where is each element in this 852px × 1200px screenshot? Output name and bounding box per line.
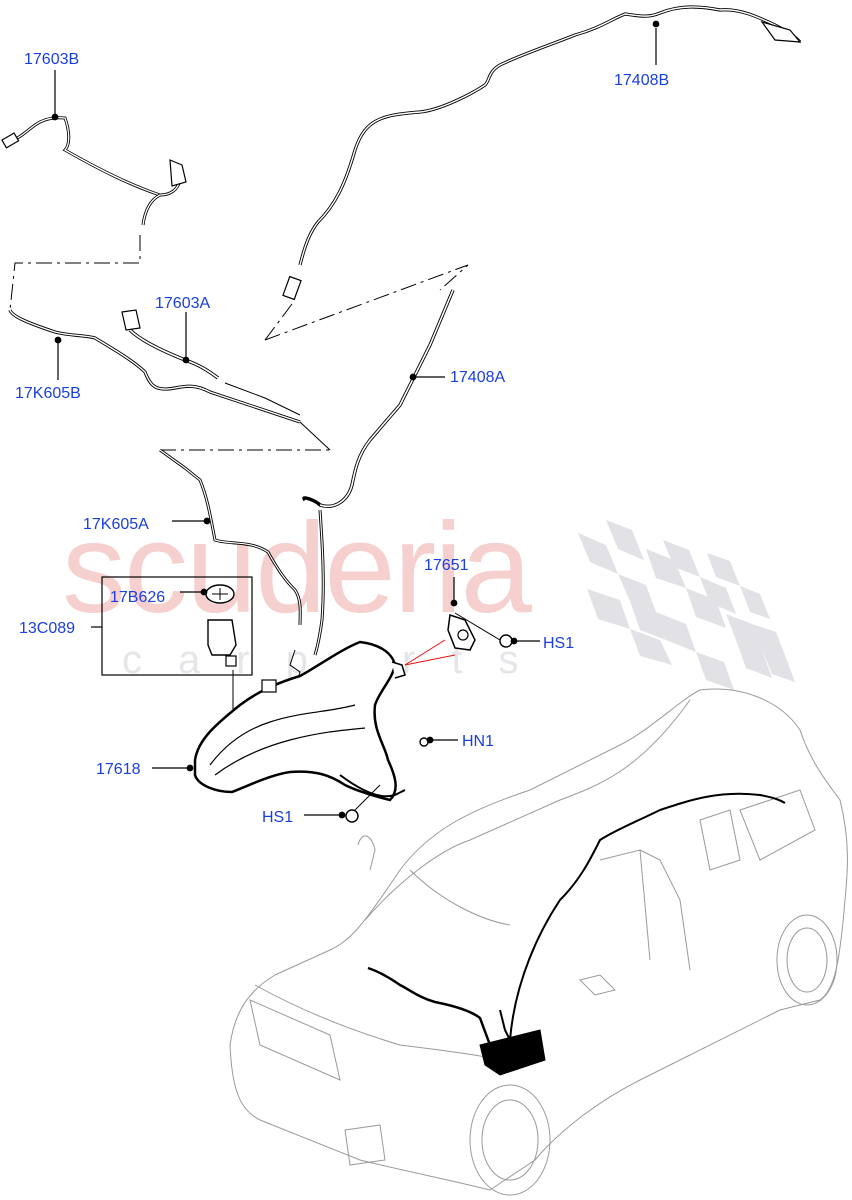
callout-17k605a[interactable]: 17K605A <box>83 516 149 533</box>
vehicle-washer-highlight <box>367 792 786 1076</box>
callout-17408a[interactable]: 17408A <box>450 369 506 386</box>
callout-hs1-bottom[interactable]: HS1 <box>262 809 294 826</box>
callout-hs1-top[interactable]: HS1 <box>543 635 575 652</box>
hose-17k605b <box>8 309 331 451</box>
callout-17651[interactable]: 17651 <box>424 557 469 574</box>
checker-flag-watermark <box>578 520 795 690</box>
hose-17603a <box>121 309 301 416</box>
callout-17408b[interactable]: 17408B <box>614 72 670 89</box>
washer-reservoir-17618 <box>193 640 406 802</box>
bolt-hs1-bottom <box>345 809 359 823</box>
leader-lines <box>51 20 660 819</box>
pump-group-box <box>101 576 253 676</box>
callout-17618[interactable]: 17618 <box>96 761 141 778</box>
hose-17603b <box>1 116 187 226</box>
callout-17k605b[interactable]: 17K605B <box>15 385 81 402</box>
callout-13c089[interactable]: 13C089 <box>19 620 76 637</box>
dash-dot-connectors <box>9 235 469 451</box>
callout-17603b[interactable]: 17603B <box>24 51 80 68</box>
hose-17408a <box>302 289 455 656</box>
vehicle-outline <box>229 688 848 1196</box>
washer-pump-13c089 <box>101 576 253 710</box>
highlight-lines <box>404 639 456 666</box>
callout-hn1[interactable]: HN1 <box>462 733 495 750</box>
callout-17b626[interactable]: 17B626 <box>110 589 166 606</box>
hose-17408b <box>282 5 802 301</box>
callout-17603a[interactable]: 17603A <box>155 295 211 312</box>
bracket-17651 <box>345 612 513 823</box>
bolt-hs1-top <box>499 634 513 648</box>
